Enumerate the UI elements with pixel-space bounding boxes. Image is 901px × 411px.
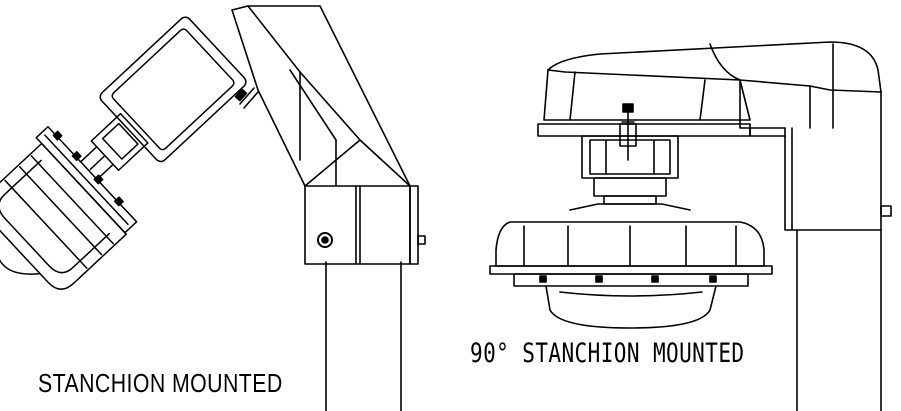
right-pole	[796, 229, 882, 411]
right-elbow-arm	[547, 41, 882, 137]
ninety-degree-stanchion-figure	[489, 41, 892, 411]
ninety-degree-stanchion-mounted-label: 90° STANCHION MOUNTED	[470, 338, 745, 369]
stanchion-mounted-label: STANCHION MOUNTED	[38, 368, 283, 398]
left-camera-assembly	[0, 16, 247, 290]
stanchion-mounted-figure	[0, 5, 426, 411]
right-bracket	[569, 135, 691, 211]
right-bolt	[619, 103, 637, 161]
left-pole	[325, 261, 402, 411]
right-camera-housing	[489, 221, 773, 329]
left-elbow-arm	[231, 5, 411, 187]
left-stanchion-collar	[304, 185, 426, 265]
right-upper-housing	[537, 69, 751, 137]
left-bolt	[234, 87, 259, 109]
right-stanchion-tower	[784, 91, 892, 231]
